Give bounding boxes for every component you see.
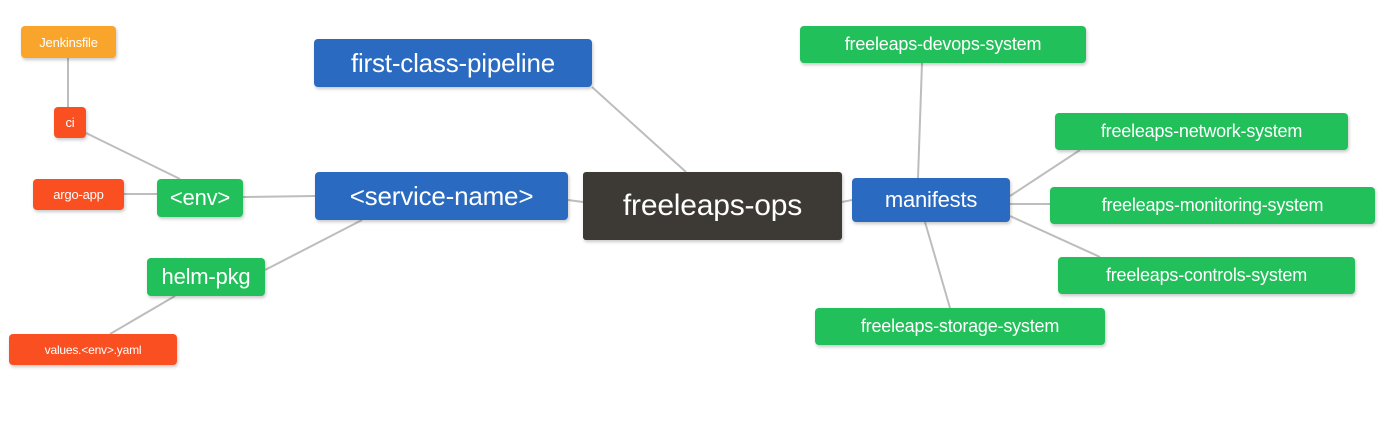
node-helm-pkg-label: helm-pkg <box>161 264 251 289</box>
node-jenkinsfile[interactable]: Jenkinsfile <box>21 26 116 58</box>
node-argo-app-label: argo-app <box>53 187 104 202</box>
node-freeleaps-controls-system[interactable]: freeleaps-controls-system <box>1058 257 1355 294</box>
edge-env-ci <box>85 132 181 180</box>
node-root-freeleaps-ops[interactable]: freeleaps-ops <box>583 172 842 240</box>
node-manifests-label: manifests <box>884 187 978 212</box>
edge-root-service-name <box>567 199 584 203</box>
node-service-name[interactable]: <service-name> <box>315 172 568 220</box>
edge-service-name-helm-pkg <box>264 219 363 271</box>
node-env-label: <env> <box>169 185 231 210</box>
edge-service-name-env <box>242 195 316 198</box>
node-first-class-pipeline[interactable]: first-class-pipeline <box>314 39 592 87</box>
node-freeleaps-network-system[interactable]: freeleaps-network-system <box>1055 113 1348 150</box>
node-values-yaml-label: values.<env>.yaml <box>44 342 142 357</box>
node-env[interactable]: <env> <box>157 179 243 217</box>
node-freeleaps-storage-system-label: freeleaps-storage-system <box>860 316 1060 336</box>
node-service-name-label: <service-name> <box>349 180 534 211</box>
edge-root-manifests <box>841 199 853 203</box>
node-values-yaml[interactable]: values.<env>.yaml <box>9 334 177 365</box>
node-ci[interactable]: ci <box>54 107 86 138</box>
node-freeleaps-controls-system-label: freeleaps-controls-system <box>1105 265 1308 285</box>
node-freeleaps-devops-system[interactable]: freeleaps-devops-system <box>800 26 1086 63</box>
node-freeleaps-monitoring-system-label: freeleaps-monitoring-system <box>1101 195 1324 215</box>
node-ci-label: ci <box>65 115 75 130</box>
edge-root-first-class-pipeline <box>591 86 687 173</box>
node-root-label: freeleaps-ops <box>622 189 803 222</box>
node-freeleaps-storage-system[interactable]: freeleaps-storage-system <box>815 308 1105 345</box>
node-argo-app[interactable]: argo-app <box>33 179 124 210</box>
node-freeleaps-devops-system-label: freeleaps-devops-system <box>844 34 1042 54</box>
node-freeleaps-network-system-label: freeleaps-network-system <box>1100 121 1303 141</box>
edge-manifests-storage-system <box>924 221 951 309</box>
node-manifests[interactable]: manifests <box>852 178 1010 222</box>
node-helm-pkg[interactable]: helm-pkg <box>147 258 265 296</box>
node-jenkinsfile-label: Jenkinsfile <box>39 34 98 50</box>
node-first-class-pipeline-label: first-class-pipeline <box>350 47 556 78</box>
edge-helm-pkg-values-yaml <box>109 295 176 335</box>
edge-manifests-devops-system <box>917 62 923 179</box>
node-freeleaps-monitoring-system[interactable]: freeleaps-monitoring-system <box>1050 187 1375 224</box>
